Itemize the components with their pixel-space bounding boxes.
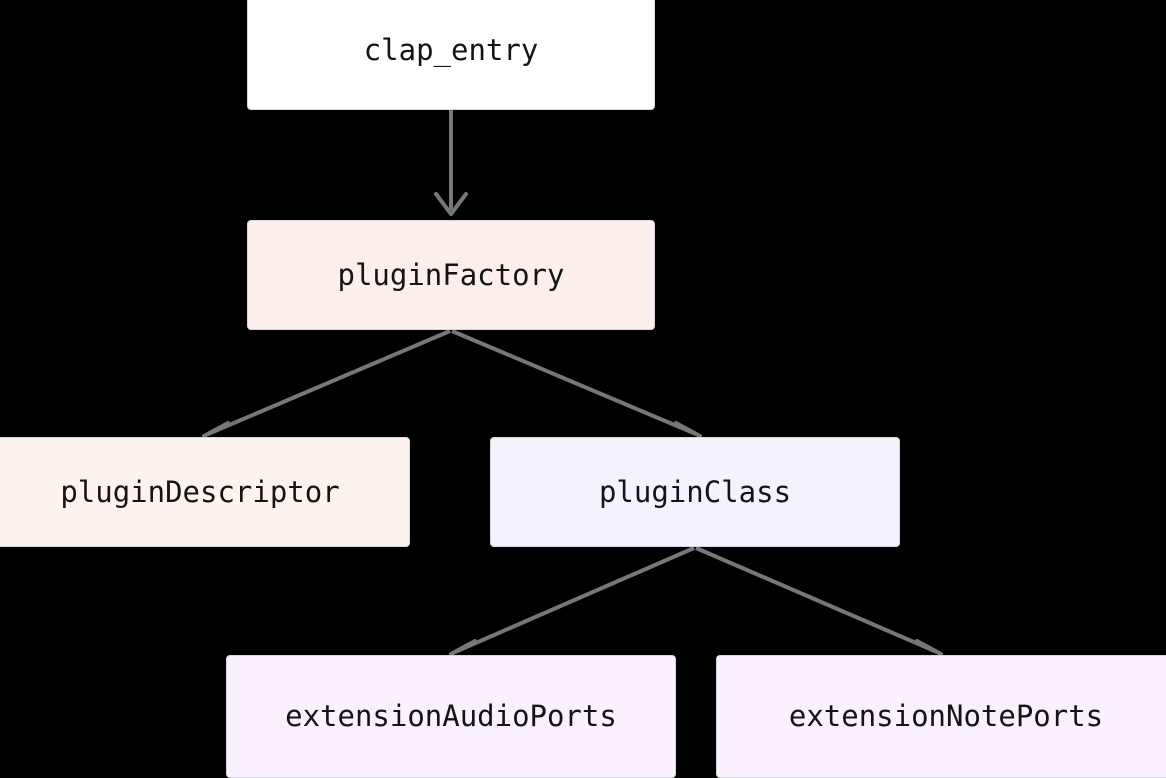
node-clap-entry[interactable]: clap_entry: [247, 0, 655, 110]
node-extension-note-ports-label: extensionNotePorts: [788, 699, 1104, 733]
node-plugin-factory[interactable]: pluginFactory: [247, 220, 655, 330]
node-plugin-class-label: pluginClass: [598, 474, 792, 509]
node-plugin-factory-label: pluginFactory: [337, 257, 565, 292]
node-plugin-descriptor[interactable]: pluginDescriptor: [0, 437, 410, 547]
edge-clap-entry-to-plugin-factory: [434, 110, 468, 216]
node-plugin-class[interactable]: pluginClass: [490, 437, 900, 547]
node-extension-audio-ports[interactable]: extensionAudioPorts: [226, 655, 676, 778]
node-extension-audio-ports-label: extensionAudioPorts: [285, 699, 617, 733]
node-plugin-descriptor-label: pluginDescriptor: [60, 474, 340, 509]
node-extension-note-ports[interactable]: extensionNotePorts: [716, 655, 1166, 778]
node-clap-entry-label: clap_entry: [363, 32, 539, 67]
